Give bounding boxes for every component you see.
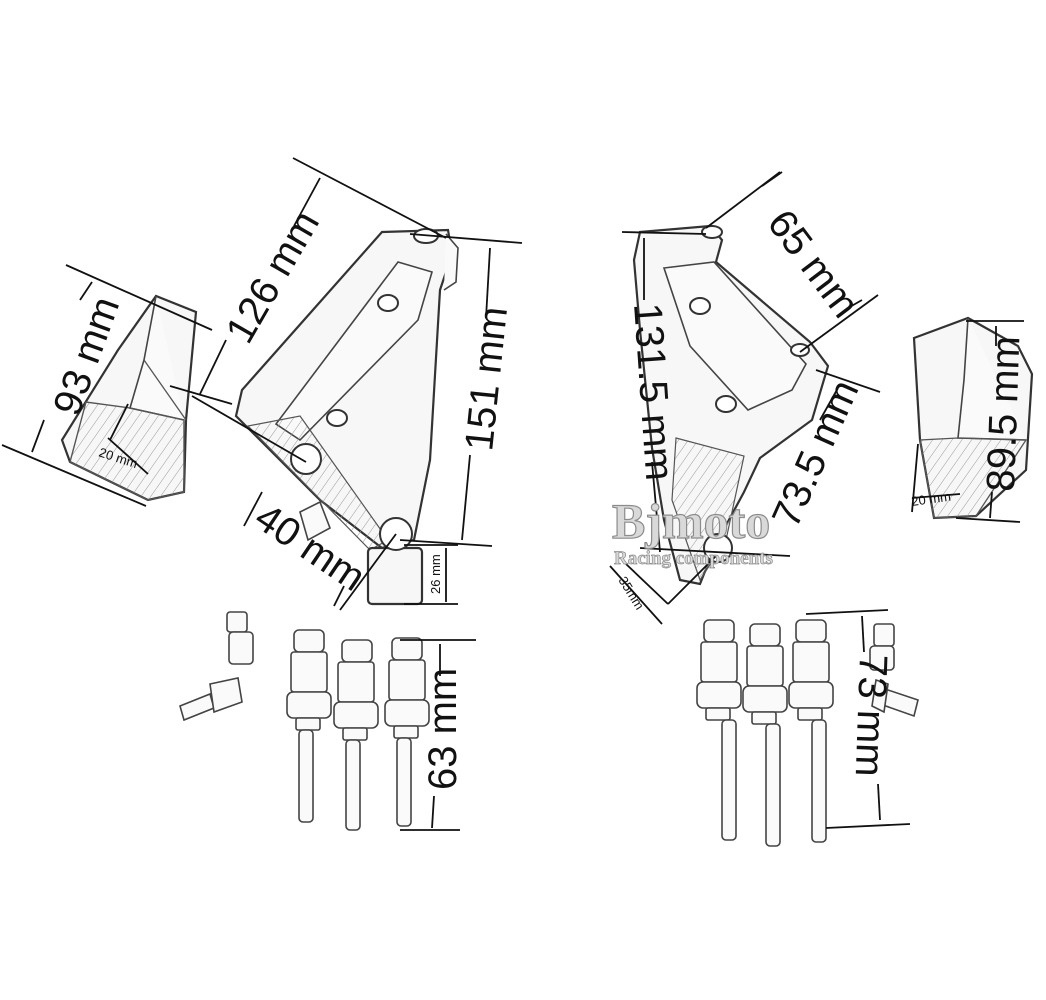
left-bolt-2 [333, 639, 379, 831]
right-bracket-top-label: 65 mm [759, 202, 868, 326]
right-bolt-length-dimension: 73 mm [805, 609, 911, 829]
right-bolts [696, 619, 834, 847]
right-slider [912, 316, 1034, 520]
right-slider-height-dimension: 89.5 mm [955, 320, 1028, 523]
left-bolt-length-label: 63 mm [421, 668, 465, 790]
right-bolt-1 [696, 619, 742, 841]
left-bolt-1 [286, 629, 332, 823]
left-bolt-3 [384, 637, 430, 827]
left-slider [60, 294, 198, 502]
left-small-screws [179, 611, 254, 722]
watermark-subtitle: Racing components [614, 548, 773, 569]
left-bolt-length-dimension: 63 mm [400, 639, 476, 831]
left-bracket-boss-label: 26 mm [428, 554, 443, 594]
left-bolts [286, 629, 430, 831]
right-bolt-2 [742, 623, 788, 847]
watermark-brand: Bjmoto [612, 493, 770, 549]
right-bolt-length-label: 73 mm [847, 654, 895, 778]
left-bracket-height-label: 151 mm [457, 305, 516, 453]
right-slider-width-dimension: 20 mm [910, 443, 961, 513]
left-bracket-boss-dimension: 26 mm [404, 544, 458, 605]
right-slider-height-label: 89.5 mm [979, 335, 1028, 492]
right-bolt-3 [788, 619, 834, 843]
right-slider-width-label: 20 mm [910, 489, 951, 509]
brand-watermark: Bjmoto Racing components [611, 492, 773, 569]
right-small-screws [869, 623, 919, 718]
